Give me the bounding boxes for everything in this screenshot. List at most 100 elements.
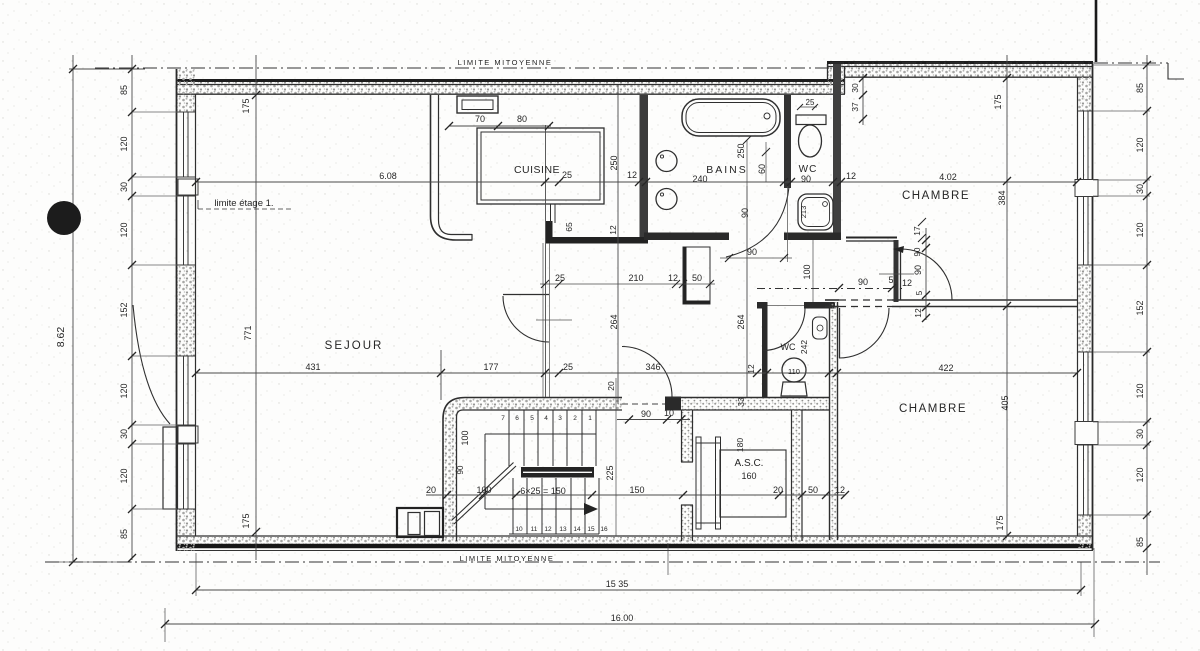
svg-text:80: 80 xyxy=(517,114,527,124)
svg-text:16: 16 xyxy=(600,526,608,533)
svg-text:12: 12 xyxy=(902,278,912,288)
svg-text:12: 12 xyxy=(846,171,856,181)
svg-text:152: 152 xyxy=(119,302,129,317)
svg-text:12: 12 xyxy=(608,225,618,235)
svg-text:100: 100 xyxy=(476,485,491,495)
svg-text:CUISINE: CUISINE xyxy=(514,164,560,176)
svg-text:405: 405 xyxy=(1000,395,1010,410)
svg-text:175: 175 xyxy=(241,513,251,528)
svg-text:25: 25 xyxy=(806,98,815,107)
svg-text:120: 120 xyxy=(119,222,129,237)
svg-text:120: 120 xyxy=(1135,137,1145,152)
svg-text:A.S.C.: A.S.C. xyxy=(735,458,764,469)
svg-text:180: 180 xyxy=(735,438,745,452)
svg-text:70: 70 xyxy=(475,114,485,124)
svg-text:20: 20 xyxy=(773,485,783,495)
svg-text:90: 90 xyxy=(740,208,750,218)
svg-text:15: 15 xyxy=(587,526,595,533)
svg-text:12: 12 xyxy=(627,170,637,180)
svg-text:50: 50 xyxy=(808,485,818,495)
svg-text:210: 210 xyxy=(628,273,643,283)
svg-text:4: 4 xyxy=(544,415,548,422)
svg-text:240: 240 xyxy=(692,174,707,184)
svg-text:422: 422 xyxy=(938,363,953,373)
svg-text:limite étage 1.: limite étage 1. xyxy=(214,198,273,209)
svg-text:25: 25 xyxy=(555,273,565,283)
svg-text:175: 175 xyxy=(241,98,251,113)
svg-text:120: 120 xyxy=(1135,383,1145,398)
svg-text:90: 90 xyxy=(858,277,868,287)
svg-text:10: 10 xyxy=(664,408,674,418)
svg-text:25: 25 xyxy=(562,170,572,180)
svg-text:25: 25 xyxy=(563,362,573,372)
svg-text:20: 20 xyxy=(606,381,616,391)
svg-text:5: 5 xyxy=(915,290,924,295)
svg-text:120: 120 xyxy=(1135,467,1145,482)
svg-text:431: 431 xyxy=(305,362,320,372)
svg-text:17: 17 xyxy=(912,226,922,236)
svg-text:346: 346 xyxy=(645,362,660,372)
svg-text:12: 12 xyxy=(835,485,845,495)
svg-text:242: 242 xyxy=(799,340,809,354)
svg-text:BAINS: BAINS xyxy=(706,164,748,176)
svg-text:264: 264 xyxy=(736,314,746,329)
svg-text:175: 175 xyxy=(995,515,1005,530)
svg-text:3: 3 xyxy=(558,415,562,422)
svg-text:30: 30 xyxy=(119,182,129,192)
svg-text:150: 150 xyxy=(629,485,644,495)
svg-text:SEJOUR: SEJOUR xyxy=(325,340,384,352)
svg-text:250: 250 xyxy=(736,143,746,158)
svg-text:2: 2 xyxy=(573,415,577,422)
svg-text:30: 30 xyxy=(850,83,860,93)
svg-text:120: 120 xyxy=(119,468,129,483)
svg-text:LIMITE MITOYENNE: LIMITE MITOYENNE xyxy=(460,554,555,563)
svg-text:7: 7 xyxy=(501,415,505,422)
svg-text:384: 384 xyxy=(997,190,1007,205)
svg-text:30: 30 xyxy=(1135,184,1145,194)
svg-text:11: 11 xyxy=(531,526,538,533)
svg-text:37: 37 xyxy=(850,102,860,112)
svg-text:90: 90 xyxy=(913,265,923,275)
svg-text:5: 5 xyxy=(530,415,534,422)
svg-text:WC: WC xyxy=(799,164,818,175)
svg-text:100: 100 xyxy=(460,430,470,445)
svg-text:60: 60 xyxy=(757,164,767,174)
svg-text:100: 100 xyxy=(802,264,812,279)
svg-text:16.00: 16.00 xyxy=(611,613,634,623)
svg-text:50: 50 xyxy=(692,273,702,283)
svg-text:250: 250 xyxy=(609,155,619,170)
svg-text:120: 120 xyxy=(119,136,129,151)
svg-text:160: 160 xyxy=(741,471,756,481)
svg-text:12: 12 xyxy=(913,308,923,318)
svg-text:1: 1 xyxy=(588,415,592,422)
svg-text:6×25 = 150: 6×25 = 150 xyxy=(520,486,566,496)
svg-text:120: 120 xyxy=(119,383,129,398)
svg-text:13: 13 xyxy=(559,526,567,533)
svg-text:14: 14 xyxy=(573,526,581,533)
svg-text:90: 90 xyxy=(456,465,465,474)
svg-text:85: 85 xyxy=(119,85,129,95)
svg-text:90: 90 xyxy=(641,409,651,419)
svg-text:264: 264 xyxy=(609,314,619,329)
svg-text:10: 10 xyxy=(515,526,523,533)
svg-text:LIMITE MITOYENNE: LIMITE MITOYENNE xyxy=(458,58,553,67)
svg-text:90: 90 xyxy=(747,247,757,257)
svg-text:CHAMBRE: CHAMBRE xyxy=(899,403,967,415)
svg-text:4.02: 4.02 xyxy=(939,172,957,182)
svg-text:90: 90 xyxy=(801,174,811,184)
svg-text:90: 90 xyxy=(913,247,922,256)
svg-text:12: 12 xyxy=(544,526,552,533)
svg-text:30: 30 xyxy=(119,429,129,439)
svg-text:65: 65 xyxy=(564,222,574,232)
svg-text:213: 213 xyxy=(799,206,808,219)
svg-text:85: 85 xyxy=(1135,537,1145,547)
svg-text:85: 85 xyxy=(1135,83,1145,93)
svg-text:WC: WC xyxy=(781,342,796,352)
svg-text:20: 20 xyxy=(426,485,436,495)
svg-text:225: 225 xyxy=(605,465,615,480)
svg-text:177: 177 xyxy=(483,362,498,372)
svg-text:15 35: 15 35 xyxy=(606,579,629,589)
svg-text:5: 5 xyxy=(888,275,893,285)
svg-text:8.62: 8.62 xyxy=(55,327,67,348)
svg-text:30: 30 xyxy=(1135,429,1145,439)
